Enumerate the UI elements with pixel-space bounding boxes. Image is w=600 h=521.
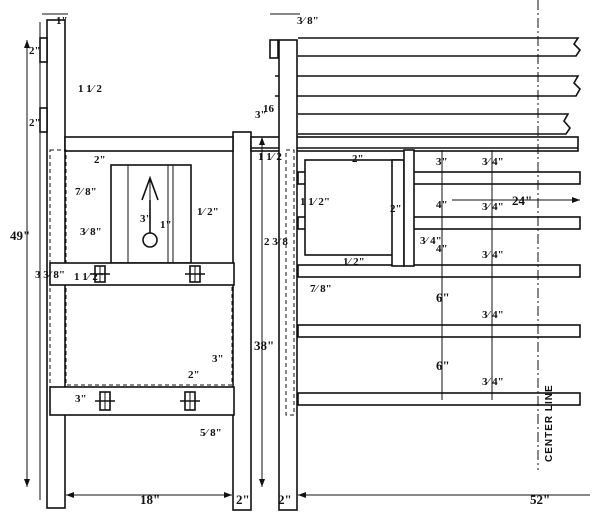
- back-slat-panel: [110, 164, 192, 264]
- dim-post-3: 3": [255, 109, 267, 121]
- dim-one-and-half-b: 1 1⁄ 2": [74, 271, 104, 283]
- dim-height-49: 49": [10, 228, 30, 243]
- dim-left-2-b: 2": [29, 117, 41, 129]
- dim-nine-3-8: 3⁄ 8": [80, 226, 102, 238]
- dim-slot-1: 1": [160, 219, 172, 231]
- bolt-icon: [95, 391, 115, 411]
- dim-height-38: 38": [254, 338, 274, 353]
- lower-rail-upper: [49, 262, 235, 286]
- dim-right-3-4-b: 3⁄ 4": [482, 201, 504, 213]
- dim-right-3-4-d: 3⁄ 4": [482, 249, 504, 261]
- front-post: [232, 131, 252, 511]
- dim-left-2-a: 2": [29, 45, 41, 57]
- back-post: [269, 39, 298, 511]
- dim-right-3-4-a: 3⁄ 4": [482, 156, 504, 168]
- dimension-labels: 1" 3⁄ 8" 2" 2" 1 1⁄ 2 2" 49" 7⁄ 8" 3⁄ 8"…: [10, 15, 550, 507]
- dim-left-1-1-2: 1 1⁄ 2: [78, 83, 102, 95]
- dim-rail-2: 2": [94, 154, 106, 166]
- dim-2-bottom: 2": [188, 369, 200, 381]
- main-rail: [64, 136, 579, 152]
- dim-3-bottom: 3": [212, 353, 224, 365]
- dim-post-16: 16: [263, 103, 275, 115]
- dim-mid-1-2: 1⁄ 2": [343, 256, 365, 268]
- dim-post-2-3-8: 2 3⁄ 8: [264, 236, 288, 248]
- dim-right-4-b: 4": [436, 243, 448, 255]
- dim-one-and-half-a: 1⁄ 2": [197, 206, 219, 218]
- dim-right-24: 24": [512, 193, 532, 208]
- dim-mid-2: 2": [352, 153, 364, 165]
- dim-bottom-18: 18": [140, 492, 160, 507]
- dim-bottom-2-b: 2": [278, 492, 292, 507]
- dim-mid-1-1-2: 1 1⁄ 2": [300, 196, 330, 208]
- dim-right-3-4-e: 3⁄ 4": [482, 309, 504, 321]
- dim-top-3-8: 3⁄ 8": [297, 15, 319, 27]
- lower-rail-bottom: [49, 386, 235, 416]
- dim-seven-eighths: 7⁄ 8": [75, 186, 97, 198]
- dim-right-6-b: 6": [436, 358, 450, 373]
- dim-top-1: 1": [56, 15, 68, 27]
- right-slats: [297, 149, 581, 406]
- dim-right-3-4-f: 3⁄ 4": [482, 376, 504, 388]
- center-line-label: CENTER LINE: [544, 384, 555, 462]
- dimension-lines: [24, 13, 590, 498]
- dim-right-3-a: 3": [436, 156, 448, 168]
- center-line: CENTER LINE: [537, 0, 555, 470]
- dim-three-and-3-8: 3 3⁄ 8": [35, 269, 65, 281]
- bolt-icon: [90, 265, 110, 283]
- dim-mid-2-small: 2": [390, 203, 402, 215]
- bolt-icon: [180, 391, 200, 411]
- dim-post-7-8: 7⁄ 8": [310, 283, 332, 295]
- dim-right-6-a: 6": [436, 290, 450, 305]
- dim-right-3-4-c: 3⁄ 4": [420, 235, 442, 247]
- dim-bottom-2-a: 2": [236, 492, 250, 507]
- bolt-icon: [185, 265, 205, 283]
- dim-bottom-52: 52": [530, 492, 550, 507]
- dim-post-1-1-2: 1 1⁄ 2: [258, 151, 282, 163]
- dim-bolt-5-8: 5⁄ 8": [200, 427, 222, 439]
- top-rails: [275, 37, 582, 135]
- dim-right-4-a: 4": [436, 199, 448, 211]
- dim-hole-3: 3": [140, 213, 152, 225]
- dim-left-3: 3": [75, 393, 87, 405]
